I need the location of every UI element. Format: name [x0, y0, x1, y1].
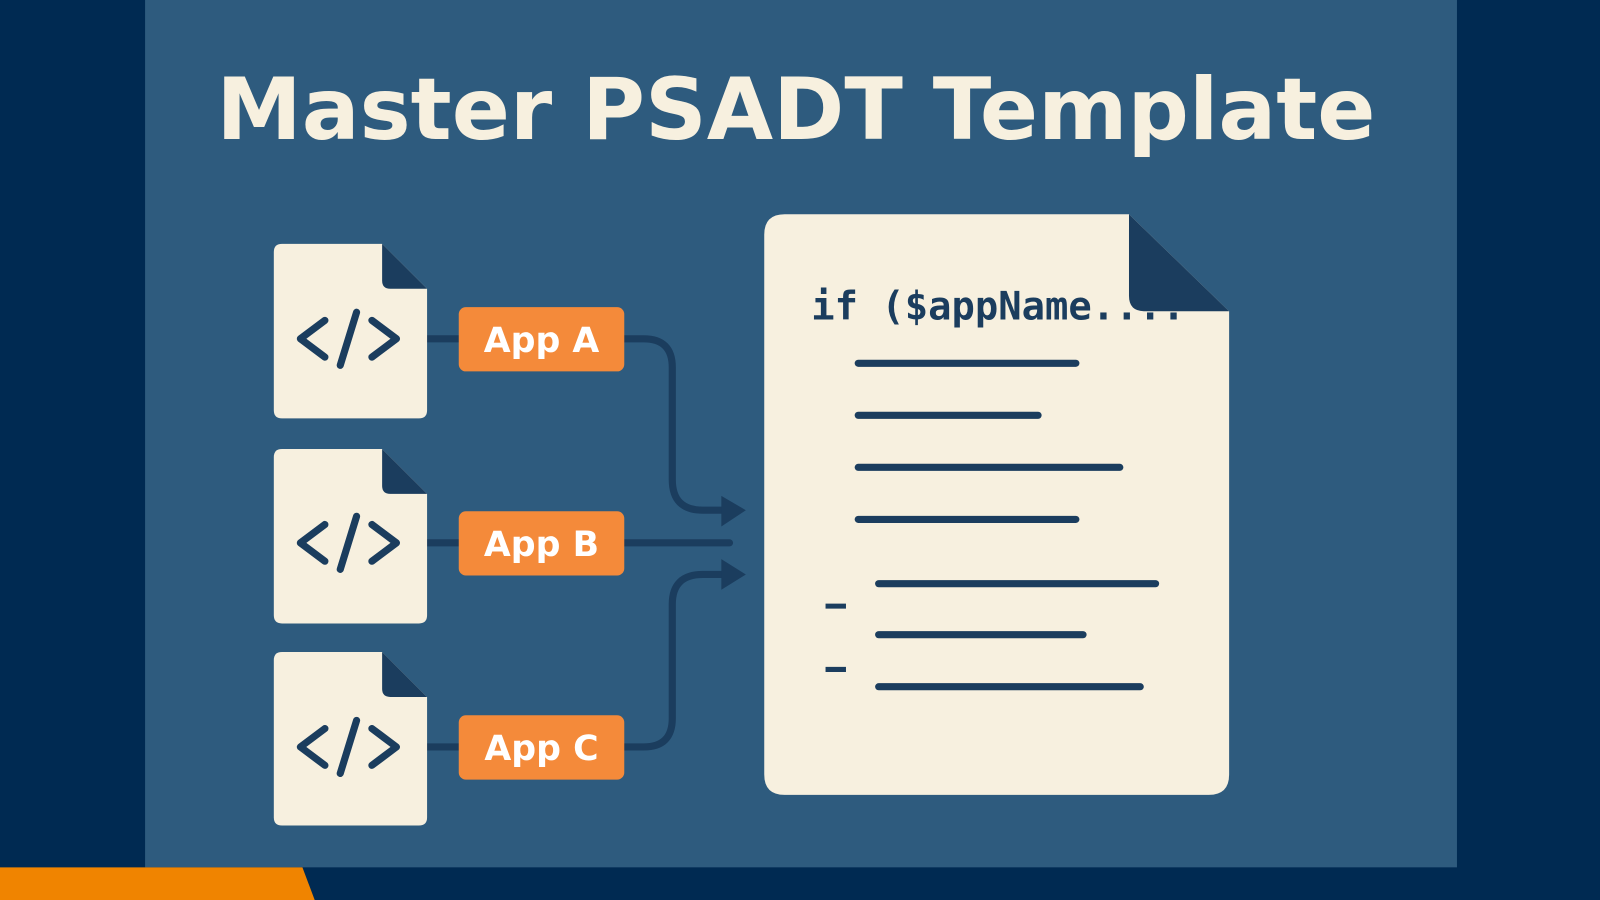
code-icon: [296, 716, 400, 778]
code-snippet: if ($appName....: [811, 284, 1185, 329]
app-label-b: App B: [458, 511, 625, 576]
app-label-a: App A: [458, 307, 625, 372]
arrow-head-c: [721, 559, 746, 590]
file-icon-b: [273, 448, 428, 624]
page-title: Master PSADT Template: [216, 60, 1375, 160]
bullet-dashes: [825, 603, 846, 672]
code-icon: [296, 308, 400, 369]
connectors: [423, 335, 734, 751]
svg-text:App C: App C: [484, 729, 598, 769]
file-icon-c: [273, 652, 428, 826]
file-icon-a: [273, 243, 428, 419]
connector-app-a: [619, 335, 732, 514]
connector-app-c: [619, 570, 732, 751]
svg-text:App B: App B: [484, 525, 599, 565]
app-label-c: App C: [458, 715, 625, 780]
code-icon: [296, 512, 400, 573]
master-template-document: if ($appName....: [764, 214, 1230, 795]
document-text-lines: [854, 359, 1160, 691]
arrow-head-a: [721, 495, 746, 527]
svg-text:App A: App A: [484, 321, 600, 361]
accent-bar: [0, 867, 315, 900]
